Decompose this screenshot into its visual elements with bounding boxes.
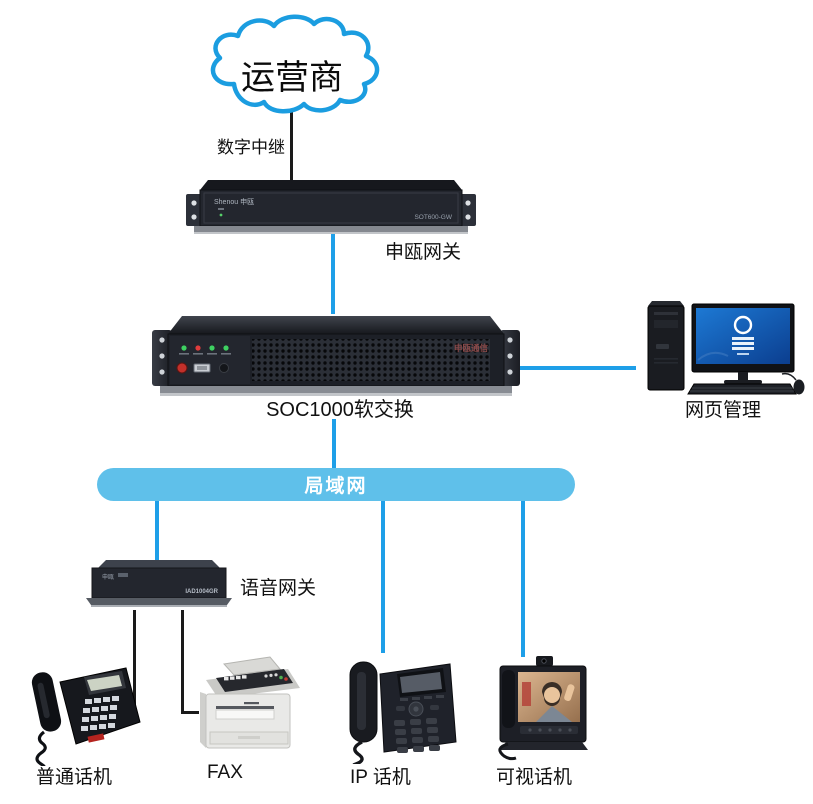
link-lan-ipphone bbox=[381, 500, 385, 653]
fax-device bbox=[200, 656, 300, 749]
analogphone-keypad bbox=[81, 696, 119, 731]
link-softswitch-lan bbox=[332, 419, 336, 468]
softswitch-control-area bbox=[170, 336, 250, 384]
link-gateway-softswitch bbox=[331, 230, 335, 314]
gateway-model-text: SOT600-GW bbox=[414, 214, 452, 221]
lan-bus: 局域网 bbox=[97, 468, 575, 501]
fax-paper-support bbox=[223, 656, 281, 676]
fax-output-tray bbox=[215, 709, 275, 720]
voice-gateway-label: 语音网关 bbox=[240, 578, 317, 599]
analogphone-red-strip bbox=[87, 733, 105, 743]
voicegw-model-text: IAD1004GR bbox=[185, 589, 218, 595]
gateway-front-panel bbox=[199, 189, 463, 227]
ip-phone-label: IP 话机 bbox=[350, 767, 411, 788]
gateway-label: 申瓯网关 bbox=[385, 242, 462, 263]
link-softswitch-pc bbox=[514, 366, 636, 370]
digital-trunk-label: 数字中继 bbox=[217, 138, 285, 157]
shenou-gateway-device: Shenou 申瓯 SOT600-GW bbox=[186, 180, 476, 234]
voicegw-front-panel bbox=[91, 567, 227, 599]
analog-phone-device bbox=[31, 667, 141, 766]
videophone-handset bbox=[502, 670, 515, 728]
softswitch-brand-text: 申瓯通信 bbox=[454, 343, 489, 353]
videophone-base bbox=[500, 742, 588, 750]
gateway-top-lid bbox=[200, 180, 462, 190]
link-voicegw-fax-h bbox=[181, 711, 199, 714]
analog-phone-label: 普通话机 bbox=[36, 767, 113, 788]
ipphone-screen bbox=[400, 672, 442, 693]
analogphone-cord bbox=[35, 730, 47, 766]
gateway-brand-text: Shenou 申瓯 bbox=[214, 197, 254, 206]
video-phone-device bbox=[498, 656, 588, 761]
videophone-cord bbox=[498, 742, 517, 761]
gateway-ear-right bbox=[460, 194, 476, 226]
pc-monitor-stand bbox=[738, 372, 748, 380]
voice-gateway-device: 申瓯 IAD1004GR bbox=[86, 560, 232, 607]
ipphone-cord bbox=[352, 740, 364, 764]
softswitch-device: 申瓯通信 bbox=[152, 316, 520, 396]
pc-mouse bbox=[793, 379, 805, 395]
video-phone-label: 可视话机 bbox=[496, 767, 573, 788]
link-lan-videophone bbox=[521, 500, 525, 657]
link-voicegw-fax-v bbox=[181, 610, 184, 714]
web-mgmt-label: 网页管理 bbox=[684, 400, 761, 421]
fax-label: FAX bbox=[207, 762, 243, 783]
analogphone-display bbox=[87, 675, 122, 691]
pc-keyboard bbox=[687, 383, 797, 395]
fax-logo-mark bbox=[244, 702, 259, 705]
voicegw-brand-text: 申瓯 bbox=[102, 573, 114, 581]
ip-phone-device bbox=[349, 661, 457, 764]
voicegw-top bbox=[98, 560, 220, 568]
management-pc-device bbox=[647, 301, 805, 395]
link-voicegw-phone-v bbox=[133, 610, 136, 714]
gateway-ear-left bbox=[186, 194, 202, 226]
ipphone-keypad bbox=[394, 718, 440, 753]
carrier-label: 运营商 bbox=[241, 59, 343, 97]
link-carrier-gateway bbox=[290, 108, 293, 182]
link-lan-voicegateway bbox=[155, 500, 159, 562]
softswitch-reset-button bbox=[219, 363, 229, 373]
softswitch-label: SOC1000软交换 bbox=[266, 399, 414, 421]
fax-control-panel bbox=[216, 669, 293, 692]
softswitch-mesh-vent bbox=[252, 339, 490, 381]
lan-label: 局域网 bbox=[304, 476, 368, 497]
softswitch-power-button bbox=[176, 362, 188, 374]
softswitch-top-lid bbox=[168, 316, 504, 334]
carrier-cloud-icon bbox=[210, 14, 380, 114]
